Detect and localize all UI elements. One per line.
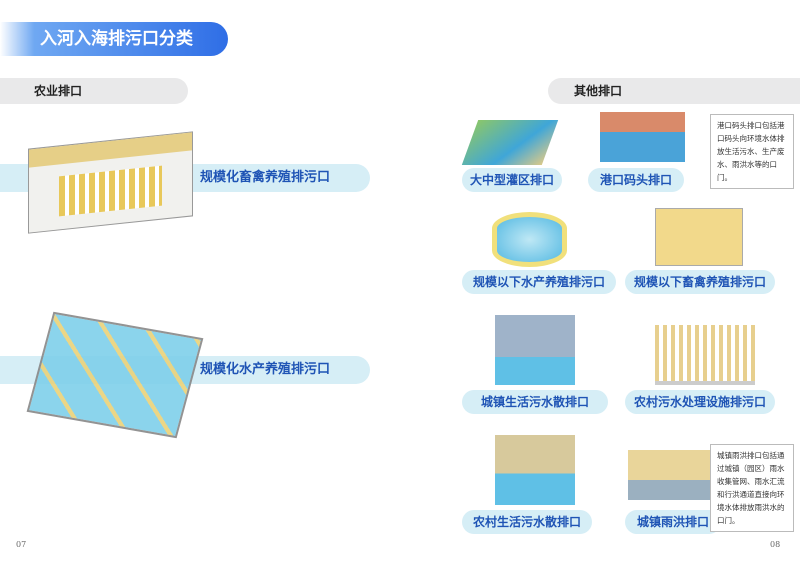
page-number-left: 07 [16,540,27,549]
irrigation-illustration [461,120,559,165]
fish-pool-illustration [492,212,567,267]
label-port: 港口码头排口 [588,168,684,192]
fish-ponds-illustration [26,311,204,439]
poultry-house-illustration [28,131,193,234]
label-stormwater: 城镇雨洪排口 [625,510,721,534]
page-title: 入河入海排污口分类 [0,22,228,56]
urban-sewage-illustration [495,315,575,385]
label-rural-sewage: 农村生活污水散排口 [462,510,592,534]
treatment-facility-illustration [655,325,755,385]
section-other: 其他排口 [548,78,800,104]
section-agriculture: 农业排口 [0,78,188,104]
label-small-aquaculture: 规模以下水产养殖排污口 [462,270,616,294]
label-irrigation: 大中型灌区排口 [462,168,562,192]
rural-sewage-illustration [495,435,575,505]
small-livestock-illustration [655,208,743,266]
label-rural-facility: 农村污水处理设施排污口 [625,390,775,414]
stormwater-illustration [628,450,710,500]
port-illustration [600,112,685,162]
callout-stormwater: 城镇雨洪排口包括通过城镇（园区）雨水收集管网、雨水汇流和行洪通道直接向环境水体排… [710,444,794,532]
label-urban-sewage: 城镇生活污水散排口 [462,390,608,414]
callout-port: 港口码头排口包括港口码头向环境水体排放生活污水、生产废水、雨洪水等的口门。 [710,114,794,189]
label-small-livestock: 规模以下畜禽养殖排污口 [625,270,775,294]
page-number-right: 08 [770,540,781,549]
